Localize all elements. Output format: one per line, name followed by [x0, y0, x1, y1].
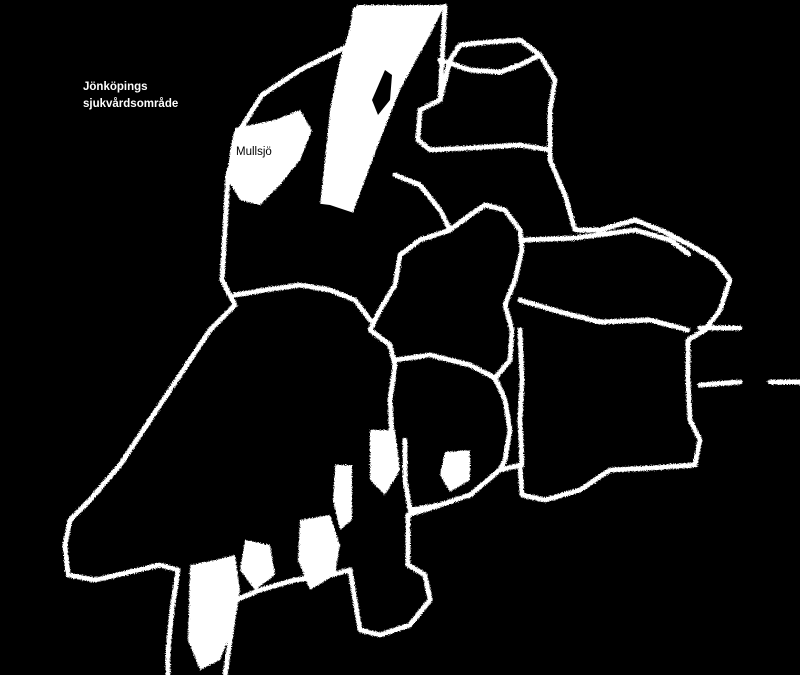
inner-boundary-ext: [697, 325, 800, 388]
region-label-line1: Jönköpings: [83, 81, 148, 93]
lake-small-1: [298, 515, 340, 590]
lake-southwest: [188, 555, 240, 670]
dark-lake-inner: [372, 70, 392, 115]
lake-small-3: [370, 430, 400, 495]
lake-small-2: [240, 540, 275, 590]
inner-boundary-center: [367, 172, 453, 443]
inner-boundary-east: [437, 52, 543, 75]
inner-boundary-east-box: [517, 227, 693, 468]
inner-boundary-south: [402, 375, 513, 513]
lake-north: [320, 5, 445, 240]
inner-boundary-west: [232, 282, 373, 323]
dark-land-mullsjo: [240, 200, 400, 265]
lake-small-5: [333, 465, 352, 530]
town-label-mullsjo: Mullsjö: [236, 146, 272, 158]
region-label: Jönköpings sjukvårdsområde: [83, 79, 178, 113]
region-label-line2: sjukvårdsområde: [83, 98, 179, 110]
inner-boundary-north: [415, 97, 553, 153]
inner-boundary-middle: [392, 202, 525, 381]
lake-small-4: [440, 450, 470, 492]
lake-mullsjo: [228, 110, 312, 205]
outer-boundary: [62, 2, 733, 675]
